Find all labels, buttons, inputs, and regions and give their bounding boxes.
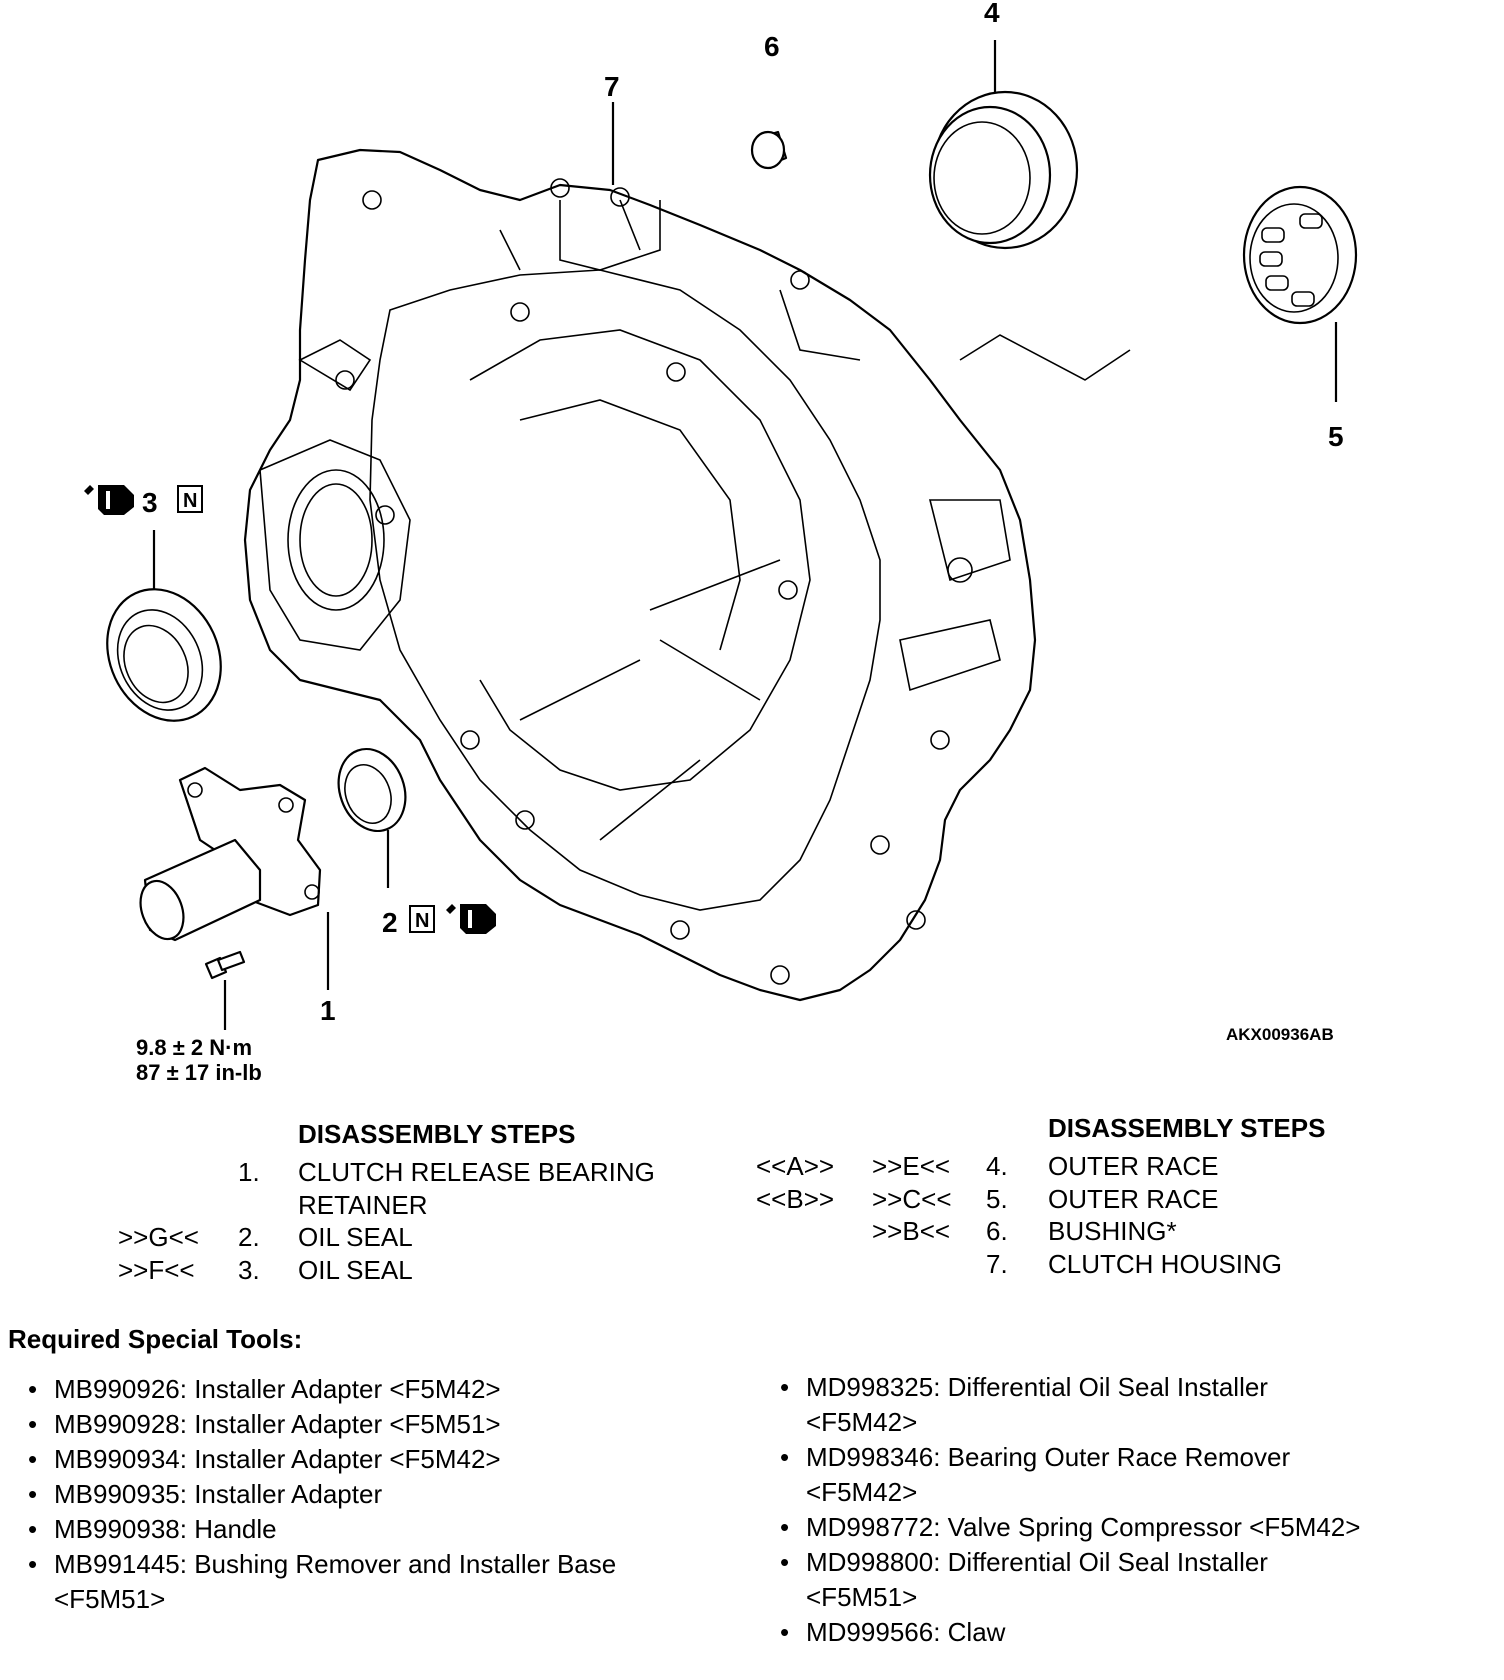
callout-5: 5 (1328, 421, 1344, 452)
tool-item: MB990935: Installer Adapter (12, 1477, 712, 1512)
figure-id: AKX00936AB (1226, 1025, 1334, 1044)
step-row: >>B<< 6. BUSHING* (872, 1216, 1177, 1246)
clutch-housing (243, 148, 1131, 1002)
callout-2: 2 (382, 907, 398, 938)
tool-item: MB990926: Installer Adapter <F5M42> (12, 1372, 712, 1407)
outer-race-part-5 (1242, 185, 1358, 325)
step-row: <<B>> >>C<< 5. OUTER RACE (756, 1183, 1219, 1214)
step-row: <<A>> >>E<< 4. OUTER RACE (756, 1151, 1219, 1181)
step-row: 7. CLUTCH HOUSING (986, 1248, 1283, 1279)
grease-applicator-icon (446, 904, 496, 934)
torque-metric: 9.8 ± 2 N·m (136, 1035, 252, 1060)
steps-heading: DISASSEMBLY STEPS (1048, 1113, 1326, 1143)
new-part-icon: N (409, 905, 435, 933)
callout-7: 7 (604, 71, 620, 102)
tool-item: MD998325: Differential Oil Seal Installe… (764, 1370, 1386, 1440)
steps-heading: DISASSEMBLY STEPS (298, 1119, 576, 1149)
grease-applicator-icon (84, 485, 134, 515)
svg-text:N: N (415, 910, 429, 932)
tool-item: MD998800: Differential Oil Seal Installe… (764, 1545, 1386, 1615)
bearing-retainer-part-1 (139, 766, 322, 942)
svg-text:N: N (183, 490, 197, 512)
tool-item: MB990938: Handle (12, 1512, 712, 1547)
step-row: 1. CLUTCH RELEASE BEARING (238, 1157, 655, 1187)
callout-1: 1 (320, 995, 336, 1026)
step-row: RETAINER (298, 1189, 428, 1220)
oil-seal-part-2 (337, 747, 407, 833)
tool-item: MB990928: Installer Adapter <F5M51> (12, 1407, 712, 1442)
tool-item: MD998346: Bearing Outer Race Remover <F5… (764, 1440, 1386, 1510)
tool-item: MB990934: Installer Adapter <F5M42> (12, 1442, 712, 1477)
tools-list-left: MB990926: Installer Adapter <F5M42> MB99… (12, 1372, 712, 1617)
callout-3: 3 (142, 487, 158, 518)
exploded-view-diagram: 1 2 3 4 5 6 7 N N 9.8 ± 2 N·m 87 ± 17 in… (84, 0, 1358, 1085)
step-row: >>G<< 2. OIL SEAL (118, 1222, 413, 1252)
callout-4: 4 (984, 0, 1000, 28)
required-tools-title: Required Special Tools: (8, 1324, 303, 1354)
new-part-icon: N (177, 485, 203, 513)
step-row: >>F<< 3. OIL SEAL (118, 1254, 413, 1285)
tool-item: MD998772: Valve Spring Compressor <F5M42… (764, 1510, 1484, 1545)
oil-seal-part-3 (106, 588, 222, 722)
tool-item: MB991445: Bushing Remover and Installer … (12, 1547, 714, 1617)
tools-list-right: MD998325: Differential Oil Seal Installe… (764, 1370, 1484, 1650)
callout-6: 6 (764, 31, 780, 62)
torque-imperial: 87 ± 17 in-lb (136, 1060, 262, 1085)
outer-race-part-4 (928, 90, 1079, 250)
bushing-part-6 (750, 130, 788, 170)
retainer-bolt (204, 950, 246, 980)
tool-item: MD999566: Claw (764, 1615, 1484, 1650)
